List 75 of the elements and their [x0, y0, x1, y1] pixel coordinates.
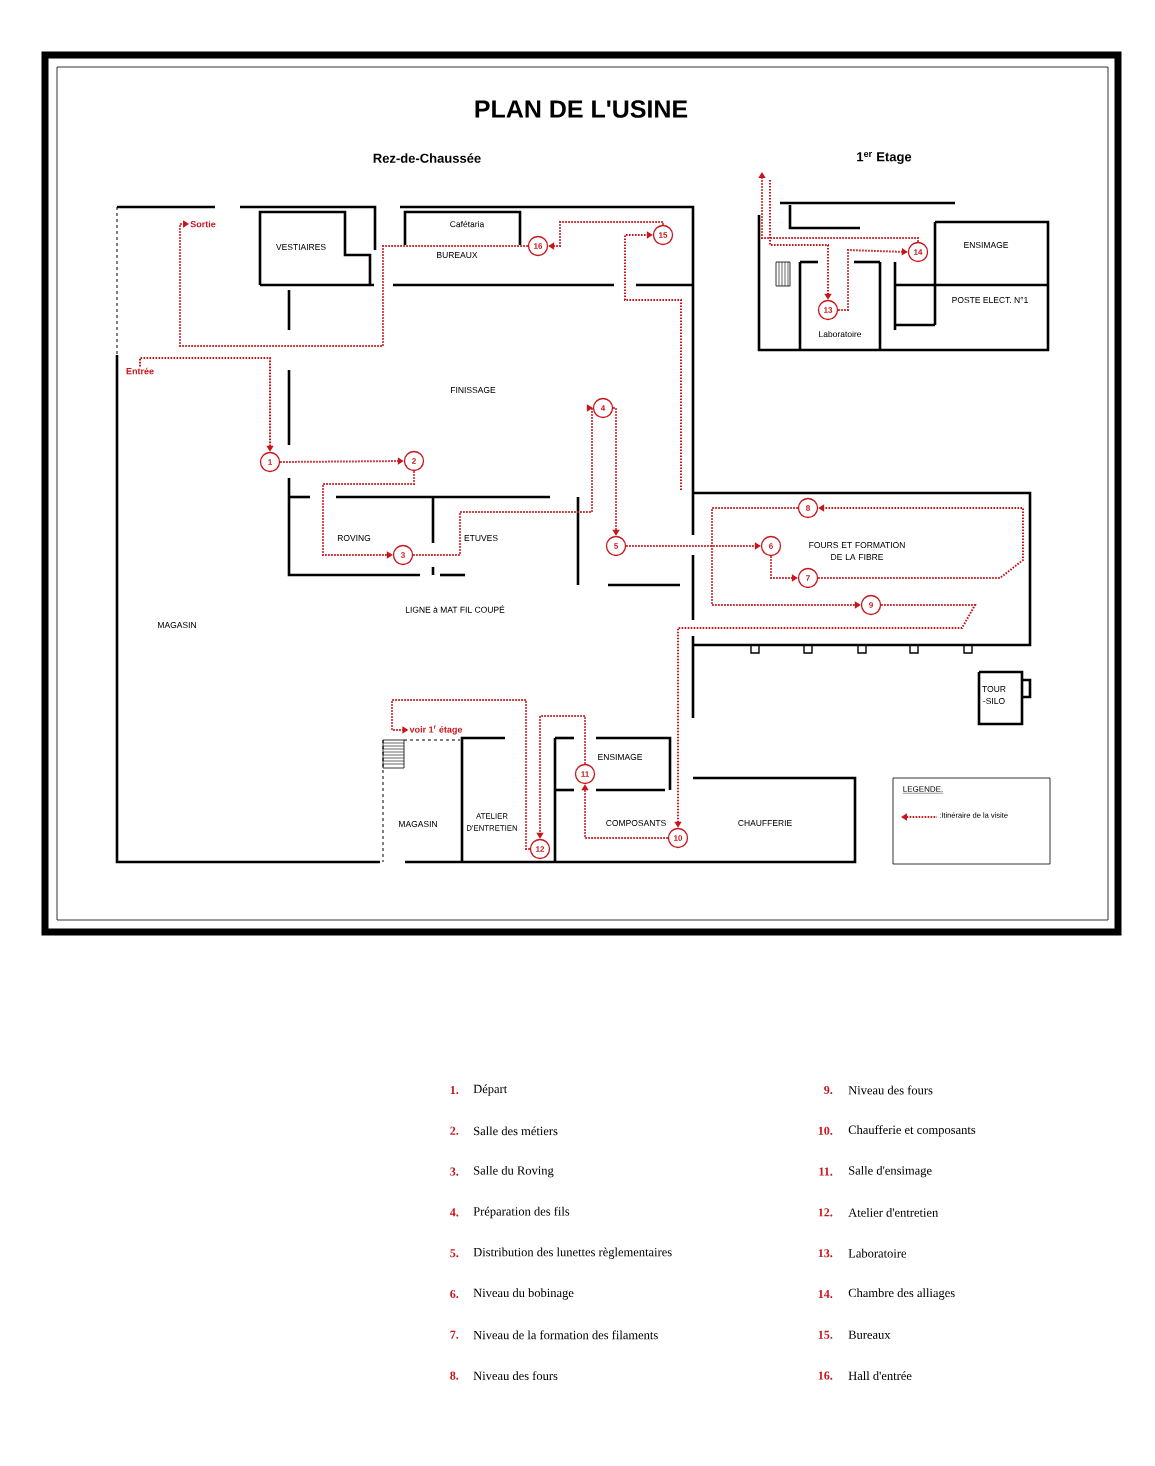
- list-text: Départ: [473, 1084, 508, 1096]
- list-number: 4.: [449, 1208, 459, 1217]
- route-arrow: [612, 407, 620, 536]
- room-label: ENSIMAGE: [964, 242, 1009, 248]
- route-label: Entrée: [125, 366, 155, 376]
- list-number: 9.: [824, 1085, 833, 1095]
- route-arrow: [674, 604, 977, 828]
- route-arrow: [624, 231, 682, 491]
- list-text: Chaufferie et composants: [848, 1125, 976, 1137]
- list-number: 7.: [450, 1330, 459, 1339]
- list-number: 2.: [450, 1126, 459, 1135]
- route-arrow: [536, 715, 586, 839]
- list-text: Atelier d'entretien: [848, 1208, 939, 1217]
- list-number: 1.: [450, 1085, 459, 1095]
- list-number: 5.: [450, 1249, 459, 1258]
- room-label: Laboratoire: [819, 330, 862, 338]
- route-arrow: [139, 357, 274, 452]
- list-text: Niveau du bobinage: [473, 1288, 574, 1300]
- list-number: 8.: [450, 1371, 459, 1380]
- room-label: Cafétaria: [450, 220, 485, 228]
- list-number: 15.: [818, 1330, 833, 1339]
- route-arrow: [711, 507, 861, 609]
- route-arrow: [758, 172, 919, 243]
- room-label: COMPOSANTS: [606, 820, 666, 826]
- route-arrow: [279, 457, 404, 465]
- list-text: Niveau des fours: [473, 1371, 558, 1381]
- room-label: TOUR -SILO: [982, 686, 1006, 704]
- room-label: BUREAUX: [437, 252, 478, 258]
- list-text: Niveau de la formation des filaments: [473, 1330, 658, 1340]
- route-arrow: [412, 404, 593, 556]
- title: PLAN DE L'USINE: [475, 100, 688, 118]
- room-label: ROVING: [337, 535, 371, 541]
- room-label: POSTE ELECT. N°1: [952, 297, 1028, 303]
- list-number: 12.: [818, 1208, 833, 1217]
- legend-heading: LEGENDE.: [902, 786, 944, 794]
- room-label: FOURS ET FORMATION DE LA FIBRE: [809, 542, 905, 560]
- route-arrow: [179, 220, 529, 347]
- floor-heading: Rez-de-Chaussée: [373, 153, 481, 163]
- route-arrow: [581, 784, 669, 839]
- list-number: 16.: [818, 1371, 833, 1380]
- room-label: MAGASIN: [399, 821, 437, 827]
- list-text: Salle du Roving: [474, 1165, 554, 1178]
- route-arrow: [817, 504, 1024, 579]
- route-label: voir 1$^{r}$ étage: [408, 724, 464, 736]
- route-arrow: [770, 555, 798, 582]
- list-number: 6.: [450, 1289, 459, 1299]
- room-label: FINISSAGE: [451, 387, 496, 393]
- list-number: 14.: [818, 1289, 833, 1299]
- list-text: Salle d'ensimage: [849, 1165, 932, 1178]
- list-text: Salle des métiers: [474, 1126, 558, 1136]
- list-number: 10.: [818, 1126, 833, 1135]
- list-text: Laboratoire: [848, 1248, 907, 1258]
- list-text: Hall d'entrée: [848, 1371, 912, 1380]
- route-arrow: [548, 221, 664, 250]
- list-number: 13.: [818, 1249, 833, 1258]
- list-text: Chambre des alliages: [848, 1288, 955, 1300]
- room-label: VESTIAIRES: [276, 244, 326, 250]
- route-arrow: [837, 248, 908, 311]
- route-arrow: [322, 470, 415, 559]
- room-label: ETUVES: [464, 535, 498, 541]
- route-label: Sortie: [189, 219, 217, 229]
- list-text: Distribution des lunettes règlementaires: [473, 1247, 672, 1259]
- room-label: CHAUFFERIE: [738, 820, 792, 826]
- list-number: 11.: [819, 1167, 833, 1176]
- list-text: Niveau des fours: [848, 1085, 933, 1095]
- route-arrow: [769, 179, 832, 300]
- room-label: LIGNE à MAT FIL COUPÉ: [405, 605, 505, 613]
- list-text: Bureaux: [848, 1330, 891, 1339]
- room-label: ENSIMAGE: [598, 754, 643, 760]
- route-arrow: [625, 542, 761, 550]
- room-label: MAGASIN: [158, 622, 196, 628]
- floor-heading: 1$^{er}$ Etage: [857, 152, 912, 164]
- list-number: 3.: [450, 1167, 459, 1176]
- route-arrow: [391, 699, 531, 850]
- list-text: Préparation des fils: [473, 1206, 570, 1219]
